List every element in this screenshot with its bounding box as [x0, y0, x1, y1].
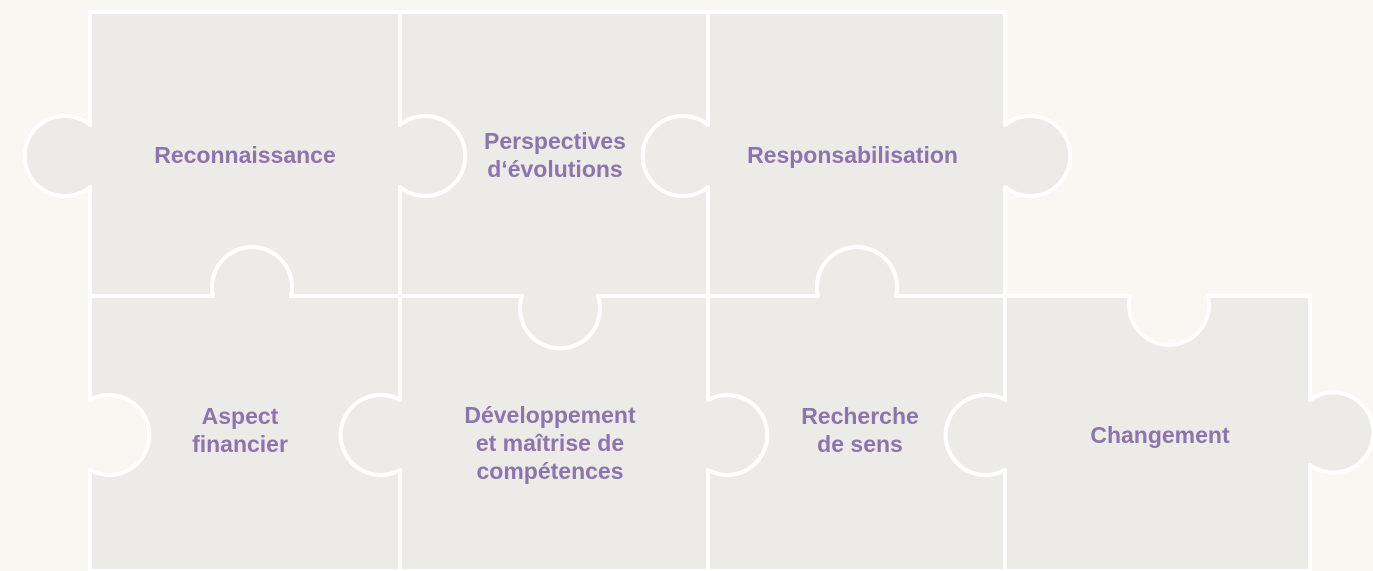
- label-line: Développement: [464, 401, 636, 428]
- piece-label-changement: Changement: [1040, 400, 1280, 470]
- label-line: Aspect: [201, 403, 279, 429]
- label-line: de sens: [817, 431, 903, 457]
- piece-label-recherche: Recherche de sens: [740, 390, 980, 470]
- label-line: Changement: [1090, 422, 1230, 448]
- puzzle-piece-changement: [943, 294, 1373, 571]
- label-line: Responsabilisation: [747, 142, 958, 168]
- label-line: et maîtrise de: [475, 429, 625, 456]
- label-line: Recherche: [801, 403, 919, 429]
- piece-label-developpement: Développement et maîtrise de compétences: [425, 395, 675, 490]
- label-line: Reconnaissance: [154, 142, 336, 168]
- piece-label-perspectives: Perspectives d‘évolutions: [420, 120, 690, 190]
- label-line: d‘évolutions: [487, 156, 623, 182]
- piece-label-aspect-financier: Aspect financier: [130, 390, 350, 470]
- label-line: compétences: [476, 457, 624, 484]
- piece-label-responsabilisation: Responsabilisation: [715, 120, 990, 190]
- piece-label-reconnaissance: Reconnaissance: [110, 120, 380, 190]
- label-line: financier: [192, 431, 288, 457]
- label-line: Perspectives: [484, 128, 626, 154]
